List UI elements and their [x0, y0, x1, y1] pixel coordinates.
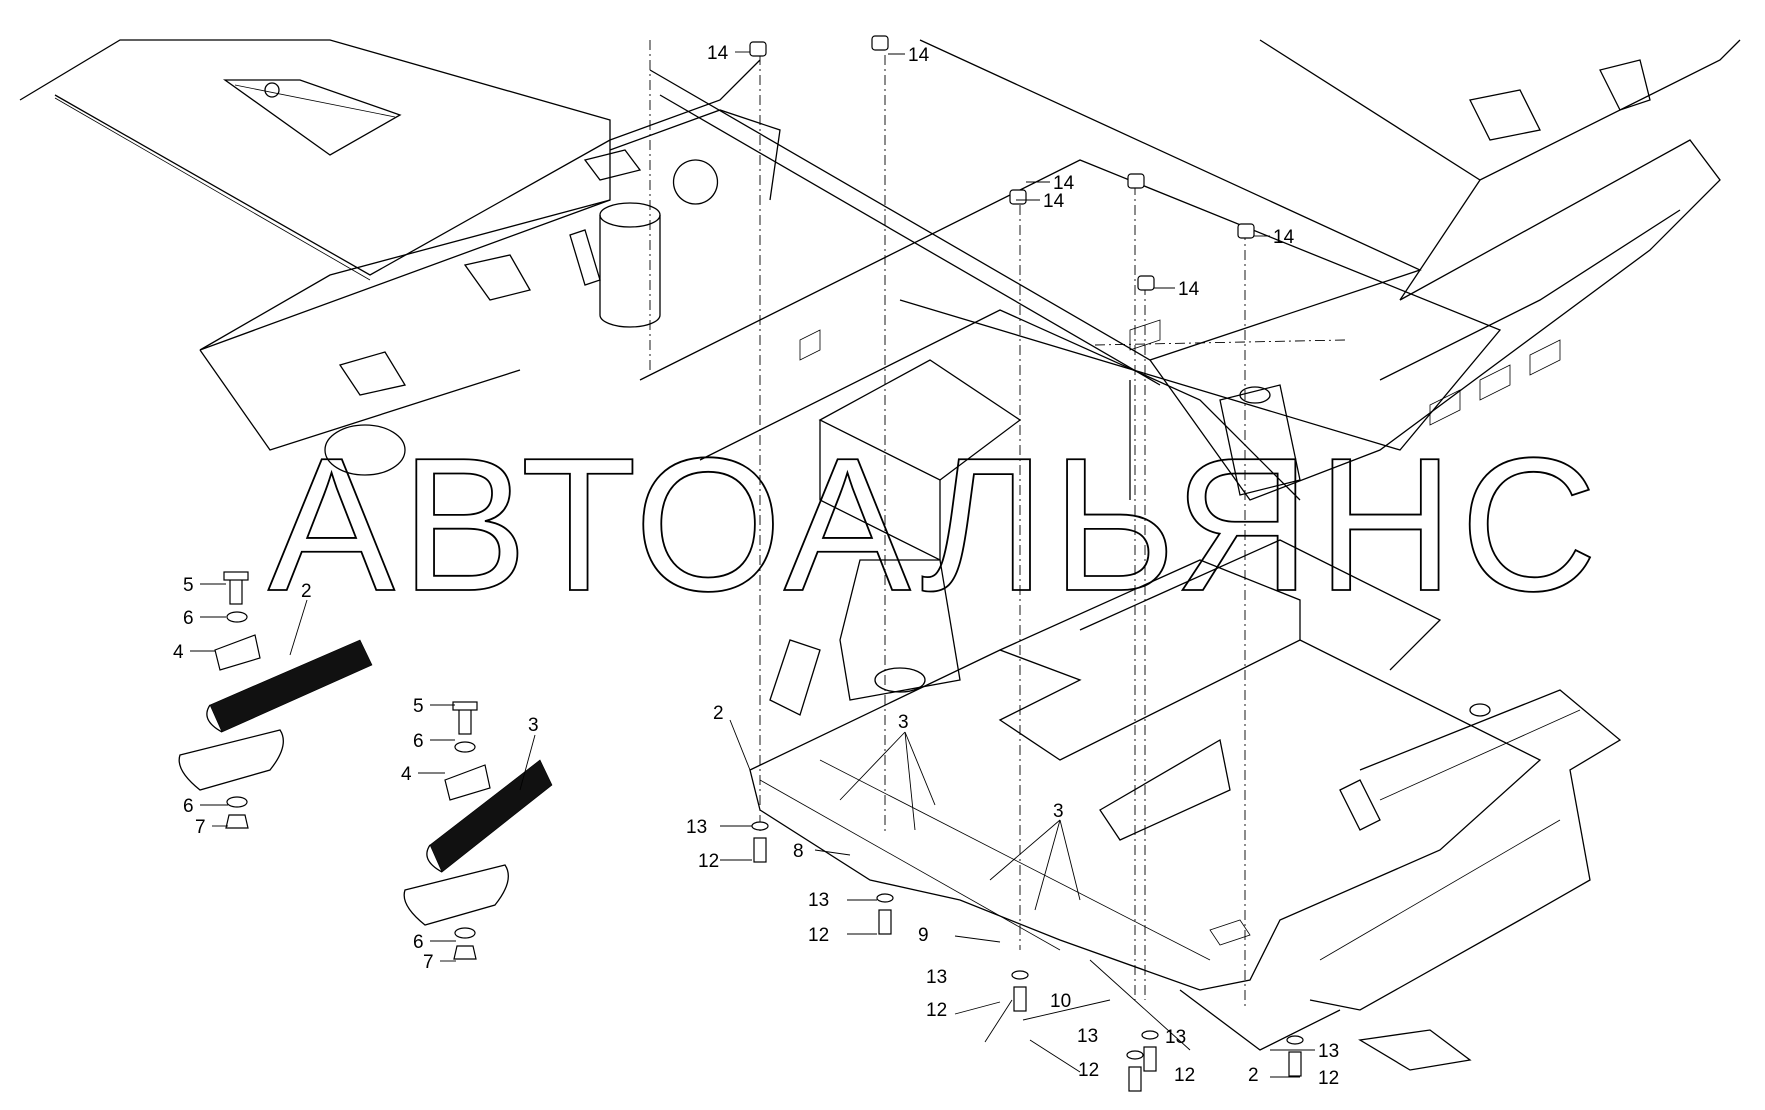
callout-2: 2 — [713, 703, 724, 724]
main-frame-rails — [639, 39, 1741, 716]
callout-13: 13 — [686, 817, 707, 838]
callout-6: 6 — [183, 608, 194, 629]
callout-10: 10 — [1050, 991, 1071, 1012]
callout-2: 2 — [301, 581, 312, 602]
cab-floor-outline — [19, 39, 761, 476]
callout-12: 12 — [698, 851, 719, 872]
callout-14: 14 — [1043, 191, 1065, 212]
callout-8: 8 — [793, 841, 804, 862]
callout-13: 13 — [1318, 1041, 1339, 1062]
callout-13: 13 — [1165, 1027, 1186, 1048]
mounting-brackets — [338, 149, 719, 396]
callout-12: 12 — [1318, 1068, 1339, 1089]
step-assembly-lower — [403, 701, 553, 960]
callout-14: 14 — [1273, 227, 1295, 248]
callout-14: 14 — [1178, 279, 1200, 300]
callout-13: 13 — [926, 967, 947, 988]
watermark-text: АВТОАЛЬЯНС — [268, 419, 1603, 631]
callout-12: 12 — [808, 925, 829, 946]
callout-12: 12 — [1078, 1060, 1099, 1081]
step-assembly-upper — [178, 571, 373, 829]
callout-13: 13 — [1077, 1026, 1098, 1047]
callout-7: 7 — [423, 952, 434, 973]
callout-14: 14 — [707, 43, 729, 64]
callout-7: 7 — [195, 817, 206, 838]
callout-12: 12 — [926, 1000, 947, 1021]
callout-9: 9 — [918, 925, 929, 946]
leader-lines — [190, 51, 1315, 1078]
callout-4: 4 — [173, 642, 184, 663]
callout-3: 3 — [898, 712, 909, 733]
callout-2: 2 — [1248, 1065, 1259, 1086]
callout-3: 3 — [1053, 801, 1064, 822]
callout-14: 14 — [908, 45, 930, 66]
callout-12: 12 — [1174, 1065, 1195, 1086]
clip-nuts — [749, 35, 1255, 291]
callout-13: 13 — [808, 890, 829, 911]
callout-6: 6 — [413, 932, 424, 953]
callout-3: 3 — [528, 715, 539, 736]
callout-14: 14 — [1053, 173, 1075, 194]
callout-5: 5 — [413, 696, 424, 717]
callout-6: 6 — [183, 796, 194, 817]
callouts: 14 14 14 14 14 14 5 6 4 2 6 7 5 6 4 3 6 … — [173, 43, 1339, 1089]
callout-6: 6 — [413, 731, 424, 752]
alignment-lines — [649, 40, 1346, 1010]
callout-5: 5 — [183, 575, 194, 596]
callout-4: 4 — [401, 764, 412, 785]
cab-mount-lug — [609, 59, 1651, 201]
floor-fasteners — [751, 821, 1304, 1092]
